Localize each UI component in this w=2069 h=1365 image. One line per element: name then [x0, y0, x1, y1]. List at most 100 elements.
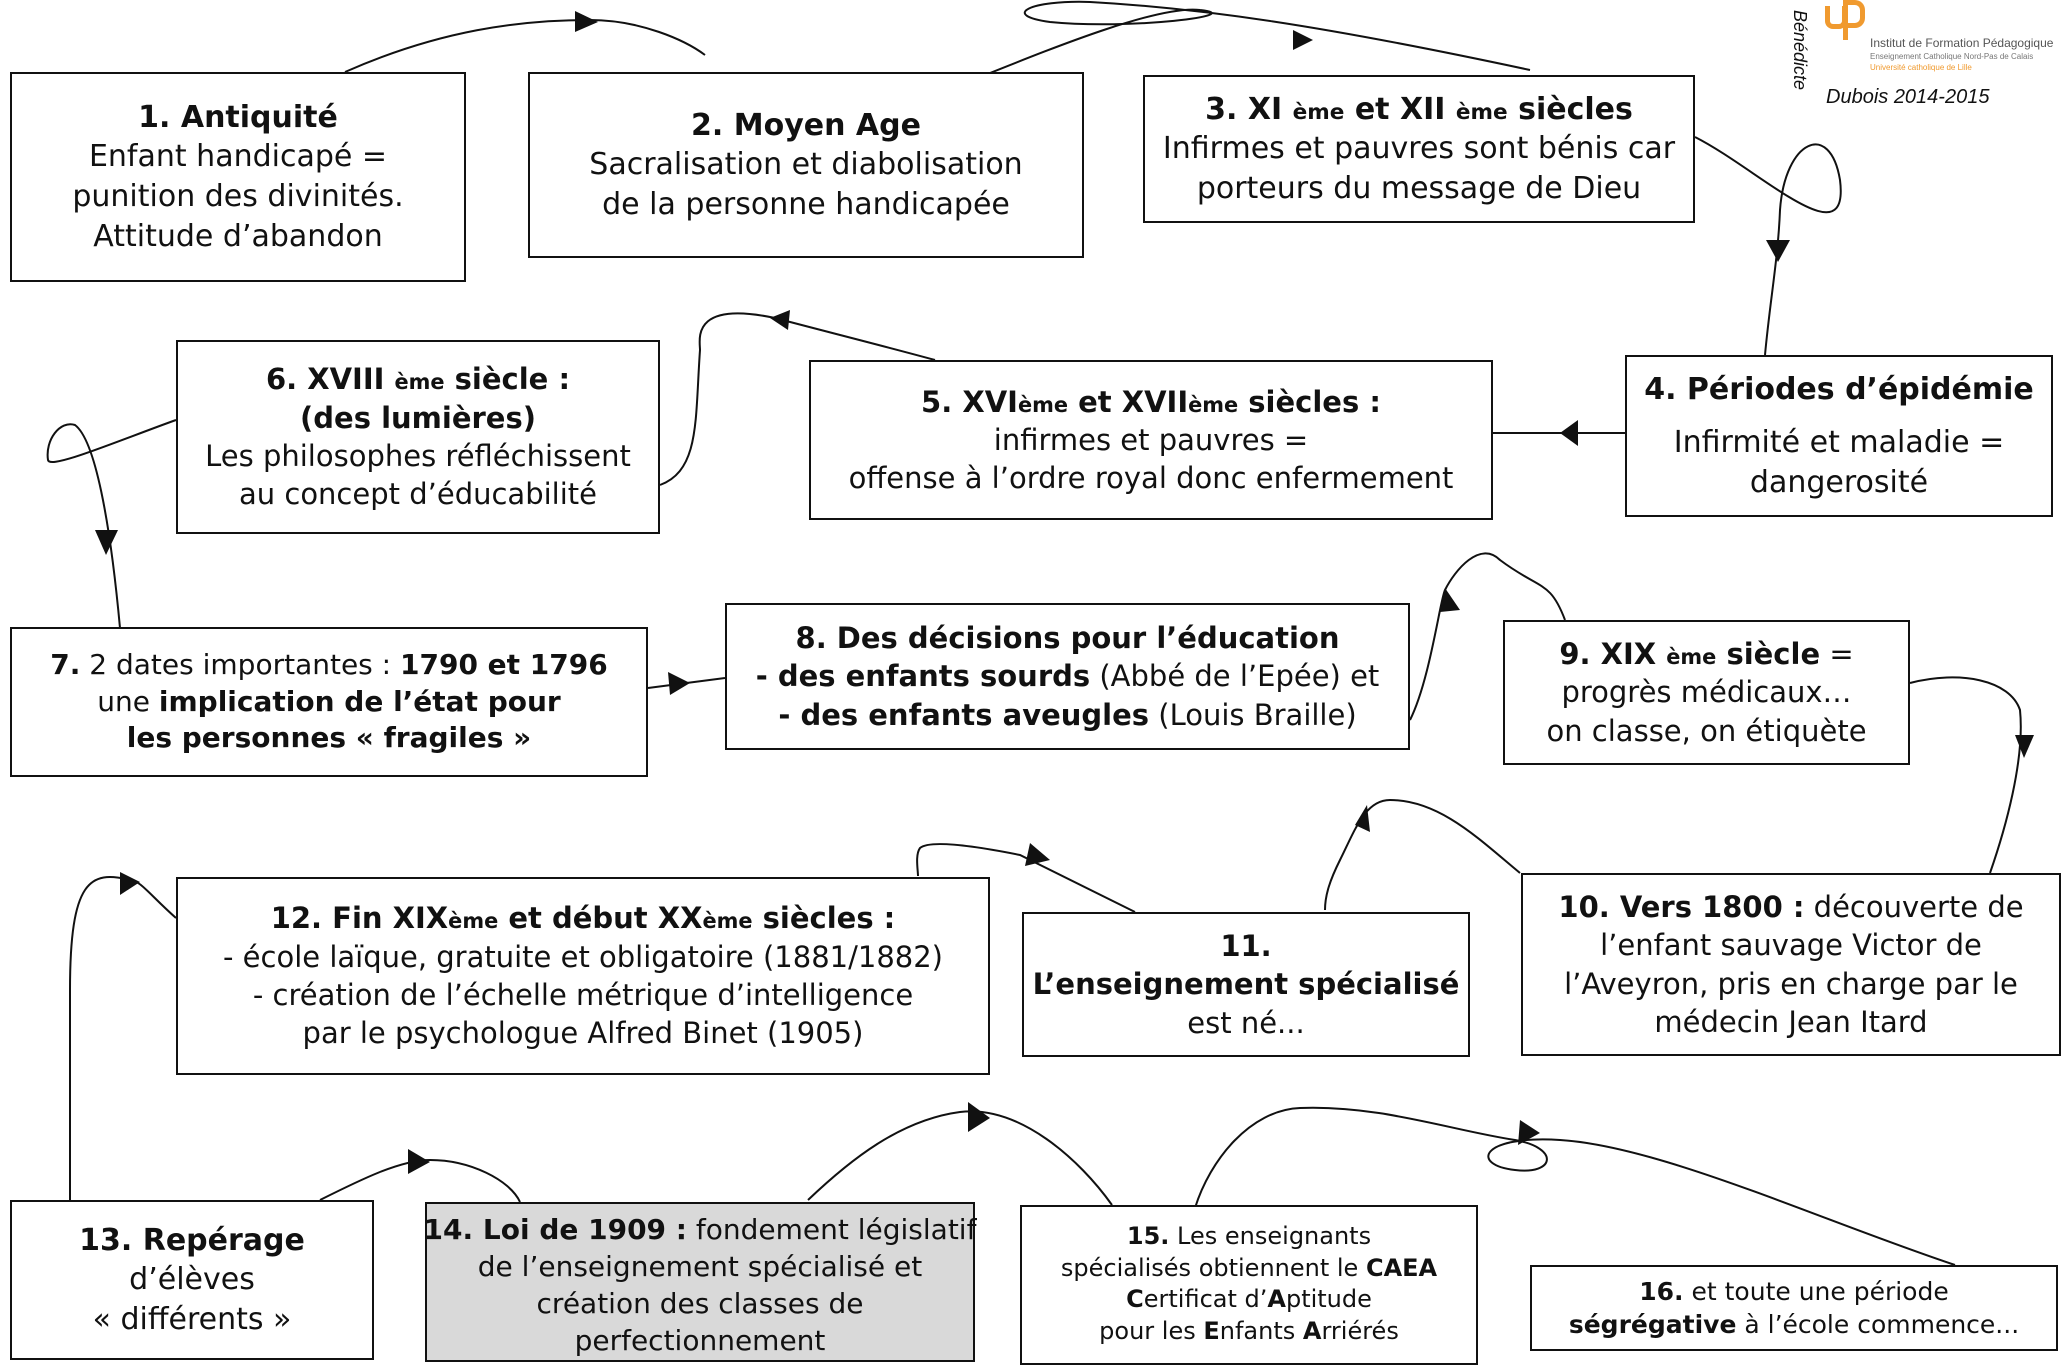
connector-1-2 [344, 18, 706, 73]
arrowhead [1560, 420, 1578, 446]
box-4-line-2: dangerosité [1749, 464, 1929, 500]
box-15-title: 15. Les enseignants [1126, 1222, 1372, 1250]
box-16-title: 16. et toute une période [1639, 1277, 1949, 1306]
box-14-title: 14. Loi de 1909 : fondement législatif [423, 1213, 977, 1246]
box-9-line-1: progrès médicaux… [1561, 675, 1852, 710]
box-4-title: 4. Périodes d’épidémie [1644, 371, 2034, 407]
box-10-line-2: l’Aveyron, pris en charge par le [1564, 966, 2018, 1001]
box-9-title: 9. XIX ème siècle = [1559, 637, 1854, 672]
connector-12-13 [68, 876, 177, 1200]
box-5-line-2: offense à l’ordre royal donc enfermement [848, 461, 1454, 496]
logo-line-2: Enseignement Catholique Nord-Pas de Cala… [1870, 52, 2034, 61]
box-7-dates-importantes: 7. 2 dates importantes : 1790 et 1796 un… [10, 627, 648, 777]
box-4-line-1: Infirmité et maladie = [1673, 425, 2005, 460]
box-8-decisions-education: 8. Des décisions pour l’éducation - des … [725, 603, 1410, 750]
box-11-line-1: L’enseignement spécialisé [1032, 967, 1460, 1002]
box-3-title: 3. XI ème et XII ème siècles [1205, 91, 1633, 127]
box-6-subtitle: (des lumières) [300, 400, 536, 435]
box-16-line-1: ségrégative à l’école commence... [1568, 1310, 2020, 1339]
box-1-line-2: punition des divinités. [72, 179, 404, 214]
arrowhead [1440, 588, 1460, 612]
box-15-line-3: pour les Enfants Arriérés [1099, 1317, 1399, 1346]
box-11-line-2: est né... [1187, 1005, 1305, 1040]
box-8-title: 8. Des décisions pour l’éducation [795, 621, 1340, 656]
box-14-line-3: perfectionnement [574, 1323, 826, 1357]
box-12-fin-xix-debut-xx: 12. Fin XIXème et début XXème siècles : … [176, 877, 990, 1075]
connector-13-14 [319, 1158, 521, 1203]
box-15-caea: 15. Les enseignants spécialisés obtienne… [1020, 1205, 1478, 1365]
box-7-line-1: 7. 2 dates importantes : 1790 et 1796 [50, 647, 608, 681]
arrowhead [770, 310, 790, 330]
arrowhead [1766, 240, 1790, 262]
connector-6-7 [46, 419, 177, 629]
arrowhead [120, 872, 140, 895]
box-12-line-1: - école laïque, gratuite et obligatoire … [222, 939, 943, 974]
box-9-line-2: on classe, on étiquète [1546, 713, 1867, 748]
box-3-line-1: Infirmes et pauvres sont bénis car [1162, 131, 1676, 167]
box-13-title: 13. Repérage [79, 1222, 305, 1258]
arrowhead [2015, 735, 2034, 758]
box-4-epidemies: 4. Périodes d’épidémie Infirmité et mala… [1625, 355, 2053, 517]
box-2-line-1: Sacralisation et diabolisation [589, 147, 1023, 183]
box-2-line-2: de la personne handicapée [602, 186, 1010, 222]
connector-2-3 [984, 0, 1531, 76]
box-14-loi-1909: 14. Loi de 1909 : fondement législatif d… [423, 1202, 977, 1362]
box-1-line-1: Enfant handicapé = [88, 139, 388, 175]
box-11-enseignement-specialise: 11. L’enseignement spécialisé est né... [1022, 912, 1470, 1057]
box-14-line-2: création des classes de [536, 1286, 864, 1320]
box-13-reperage: 13. Repérage d’élèves « différents » [10, 1200, 374, 1360]
box-6-xviii-siecle: 6. XVIII ème siècle : (des lumières) Les… [176, 340, 660, 534]
ifp-logo: Institut de Formation Pédagogique Enseig… [1798, 0, 2068, 115]
arrowhead [1355, 805, 1370, 832]
arrowhead [1025, 843, 1050, 866]
box-2-moyen-age: 2. Moyen Age Sacralisation et diabolisat… [528, 72, 1084, 258]
arrowhead [668, 672, 690, 695]
box-7-line-2: une implication de l’état pour [97, 684, 561, 718]
arrowhead [95, 530, 118, 555]
box-13-line-1: d’élèves [129, 1262, 255, 1298]
box-15-line-1: spécialisés obtiennent le CAEA [1060, 1253, 1438, 1282]
connector-3-4 [1694, 136, 1842, 356]
box-13-line-2: « différents » [92, 1301, 292, 1337]
box-16-periode-segregative: 16. et toute une période ségrégative à l… [1530, 1265, 2058, 1351]
box-10-line-3: médecin Jean Itard [1654, 1004, 1928, 1039]
connector-14-15 [807, 1110, 1113, 1206]
box-5-line-1: infirmes et pauvres = [993, 422, 1309, 457]
arrowhead [968, 1102, 990, 1132]
box-6-line-2: au concept d’éducabilité [239, 477, 597, 512]
box-1-line-3: Attitude d’abandon [93, 218, 383, 254]
box-10-vers-1800: 10. Vers 1800 : découverte de l’enfant s… [1521, 873, 2061, 1056]
arrowhead [575, 11, 598, 32]
box-1-title: 1. Antiquité [138, 99, 338, 135]
connector-10-11 [1324, 798, 1521, 911]
logo-line-1: Institut de Formation Pédagogique [1870, 36, 2054, 50]
author-name-years: Dubois 2014-2015 [1826, 86, 1990, 108]
box-5-xvi-xvii-siecles: 5. XVIème et XVIIème siècles : infirmes … [809, 360, 1493, 520]
logo-line-3: Université catholique de Lille [1870, 63, 1972, 72]
box-9-xix-siecle: 9. XIX ème siècle = progrès médicaux… on… [1503, 620, 1910, 765]
arrowhead [1518, 1120, 1540, 1145]
box-7-line-3: les personnes « fragiles » [126, 721, 532, 755]
connector-9-10 [1909, 676, 2022, 874]
box-15-line-2: Certificat d’Aptitude [1126, 1285, 1372, 1314]
box-3-line-2: porteurs du message de Dieu [1196, 170, 1642, 206]
box-10-line-1: l’enfant sauvage Victor de [1600, 928, 1982, 963]
box-5-title: 5. XVIème et XVIIème siècles : [921, 384, 1381, 419]
ifp-logo-mark [1825, 0, 1865, 40]
author-first-name: Bénédicte [1790, 10, 1810, 91]
box-11-title: 11. [1220, 929, 1272, 964]
box-12-line-2: - création de l’échelle métrique d’intel… [252, 978, 914, 1012]
box-12-line-3: par le psychologue Alfred Binet (1905) [302, 1016, 864, 1051]
arrowhead [1293, 30, 1313, 50]
box-10-title: 10. Vers 1800 : découverte de [1558, 889, 2024, 924]
box-14-line-1: de l’enseignement spécialisé et [477, 1249, 923, 1283]
connector-7-8 [647, 677, 726, 689]
box-8-line-1: - des enfants sourds (Abbé de l’Epée) et [755, 659, 1380, 694]
box-8-line-2: - des enfants aveugles (Louis Braille) [778, 697, 1357, 732]
box-2-title: 2. Moyen Age [691, 107, 921, 143]
box-12-title: 12. Fin XIXème et début XXème siècles : [270, 901, 896, 936]
box-6-line-1: Les philosophes réfléchissent [205, 439, 631, 473]
box-1-antiquite: 1. Antiquité Enfant handicapé = punition… [10, 72, 466, 282]
box-3-xi-xii-siecles: 3. XI ème et XII ème siècles Infirmes et… [1143, 75, 1695, 223]
box-6-title: 6. XVIII ème siècle : [265, 362, 571, 397]
